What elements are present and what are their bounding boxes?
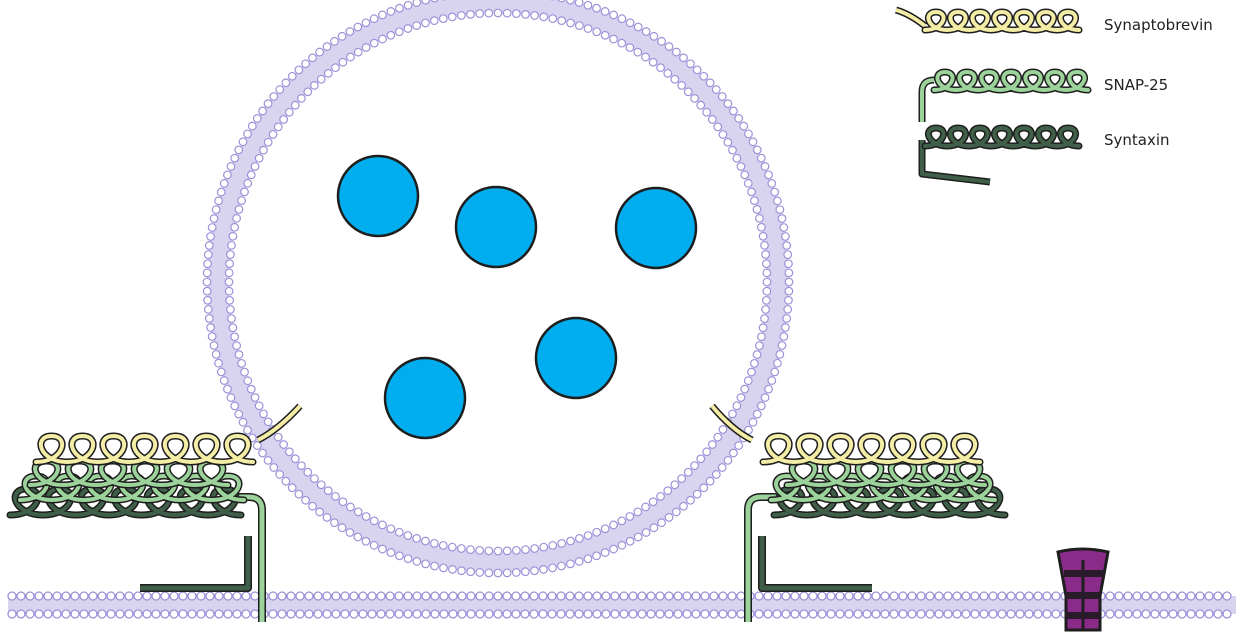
legend: Synaptobrevin SNAP-25 Syntaxin (896, 10, 1213, 182)
plasma-membrane (8, 592, 1236, 618)
legend-label-syntaxin: Syntaxin (1104, 131, 1170, 149)
cargo-molecule (456, 187, 536, 267)
cargo-molecule (338, 156, 418, 236)
vesicle-bilayer (218, 2, 778, 562)
syntaxin-coil-icon (922, 128, 1079, 182)
cargo-molecule (616, 188, 696, 268)
syntaxin-anchor (140, 536, 248, 588)
vesicle-cargo (338, 156, 696, 438)
legend-item-synaptobrevin: Synaptobrevin (896, 10, 1213, 34)
legend-item-snap25: SNAP-25 (922, 72, 1168, 122)
synaptobrevin-helix (36, 436, 253, 462)
syntaxin-anchor (762, 536, 872, 588)
legend-label-snap25: SNAP-25 (1104, 76, 1168, 94)
vesicle (203, 0, 793, 577)
legend-coil (925, 128, 1079, 146)
membrane-channel (1058, 549, 1108, 630)
snare-complex-right (712, 406, 1005, 622)
synaptobrevin-coil-icon (896, 10, 1079, 30)
legend-coil (925, 12, 1079, 30)
legend-label-synaptobrevin: Synaptobrevin (1104, 16, 1213, 34)
cargo-molecule (385, 358, 465, 438)
cargo-molecule (536, 318, 616, 398)
legend-coil (934, 72, 1088, 90)
legend-item-syntaxin: Syntaxin (922, 128, 1170, 182)
snap25-coil-icon (922, 72, 1088, 122)
synaptobrevin-helix (763, 436, 980, 462)
